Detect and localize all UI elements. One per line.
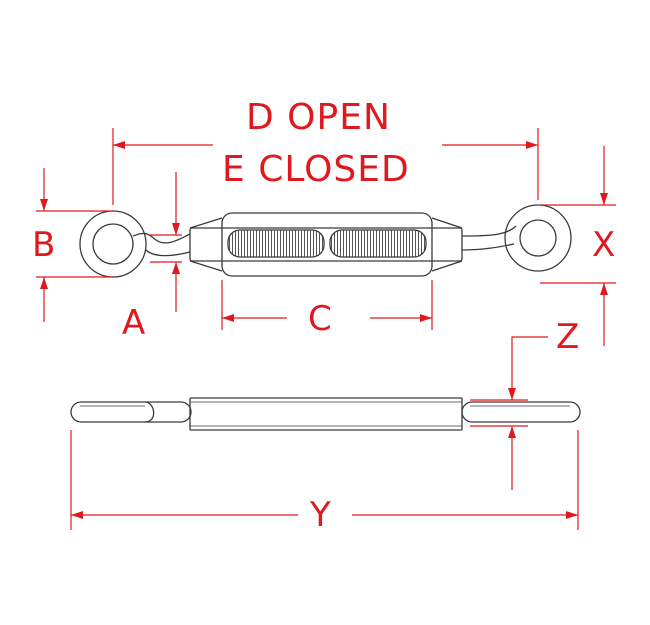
- dimension-label-e-closed: E CLOSED: [222, 149, 410, 190]
- dimension-label-x: X: [592, 225, 616, 265]
- turnbuckle-side-view: [70, 397, 581, 431]
- dimension-label-c: C: [308, 299, 332, 339]
- turnbuckle-body: [189, 212, 463, 277]
- dimension-lines: [36, 128, 616, 530]
- turnbuckle-top-view: [79, 204, 572, 278]
- dimension-label-y: Y: [310, 495, 331, 535]
- right-eye: [461, 204, 572, 272]
- dimension-label-a: A: [122, 303, 146, 343]
- left-eye: [79, 210, 191, 278]
- dimension-label-b: B: [32, 225, 56, 265]
- dim-z-arrow-top: [508, 336, 548, 400]
- dimension-label-d-open: D OPEN: [246, 97, 391, 138]
- dimension-label-z: Z: [556, 317, 580, 357]
